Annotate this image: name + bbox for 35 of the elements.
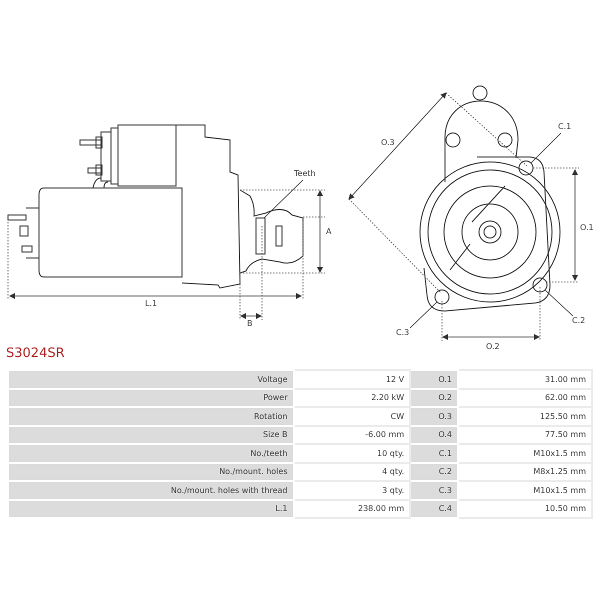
spec-value-cell: 12 V [294,370,410,388]
leader-line [264,180,304,218]
dimension-label: O.2 [486,342,500,352]
callout-label: C.2 [572,316,586,326]
dimension-label: A [326,227,332,237]
spec-name-cell: No./teeth [8,444,294,462]
dimension-label: L.1 [145,299,158,309]
spec-name-cell: O.3 [410,407,458,426]
pinion-teeth [256,218,266,254]
spec-value-cell: 3 qty. [294,481,410,500]
dimension-label: B [247,319,252,329]
dimension-label: O.3 [381,138,395,148]
callout-label: Teeth [294,169,316,179]
leader-line [410,302,438,328]
spec-name-cell: C.3 [410,481,458,500]
spec-name-cell: No./mount. holes with thread [8,481,294,500]
callout-label: C.1 [558,122,572,132]
callout-label: C.3 [396,328,410,338]
spec-value-cell: 10 qty. [294,444,410,462]
mounting-hole [532,278,548,292]
spec-value-cell: 125.50 mm [458,407,592,426]
spec-name-cell: O.1 [410,370,458,388]
mounting-hole [434,290,450,304]
dimension-label: O.1 [580,223,594,233]
spec-name-cell: C.1 [410,444,458,462]
mounting-hole [518,160,534,176]
leader-line [544,290,574,316]
spec-name-cell: Rotation [8,407,294,426]
spec-value-cell: CW [294,407,410,426]
part-number-heading: S3024SR [6,346,65,361]
spec-name-cell: Voltage [8,370,294,388]
leader-line [530,132,562,164]
spec-value-cell: M10x1.5 mm [458,481,592,500]
spec-value-cell: 31.00 mm [458,370,592,388]
spec-value-cell: M10x1.5 mm [458,444,592,462]
